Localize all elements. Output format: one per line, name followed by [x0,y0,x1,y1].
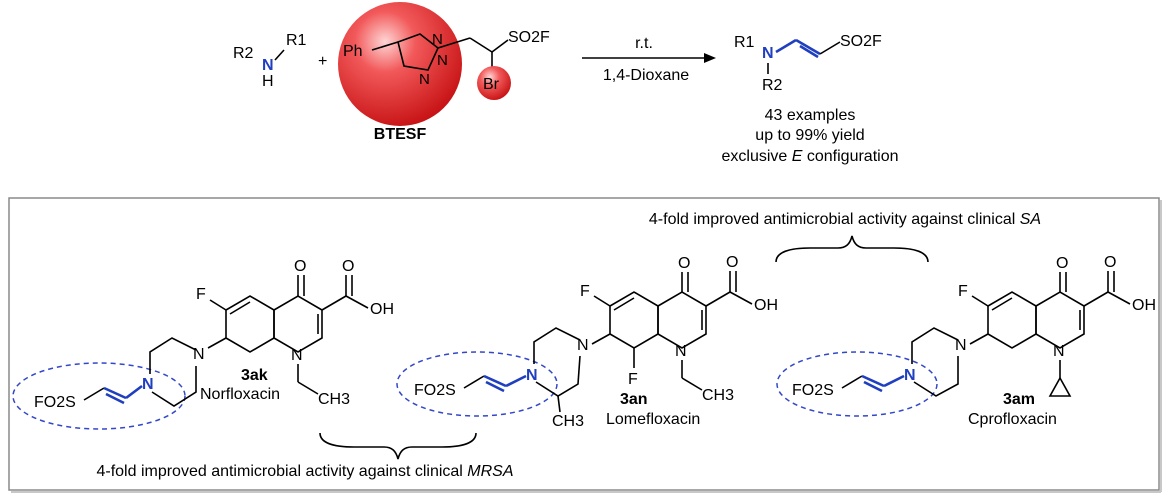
conditions-top: r.t. [635,35,653,52]
br-sphere [477,66,511,100]
svg-text:O: O [1056,255,1068,272]
ellipse-3ak [12,362,186,430]
svg-text:CH3: CH3 [552,413,584,430]
svg-text:OH: OH [1132,297,1156,314]
svg-text:O: O [678,255,690,272]
svg-text:F: F [628,371,638,388]
amine-h-label: H [262,73,274,90]
compound-3ak: FO2S N N F O O OH N CH3 3ak Norfloxacin [12,258,394,430]
note-bottom: 4-fold improved antimicrobial activity a… [96,463,513,480]
btesf-reagent: Ph N N N SO2F Br BTESF [338,2,550,143]
svg-text:O: O [294,258,306,275]
result-examples: 43 examples [765,107,856,124]
svg-text:CH3: CH3 [318,391,350,408]
svg-text:3am: 3am [1003,391,1035,408]
reagent-ph-label: Ph [343,43,363,60]
reagent-br-label: Br [483,76,500,93]
brace-bottom [319,432,477,460]
product-n-label: N [762,45,774,62]
amine-r2-label: R2 [233,45,254,62]
reaction-arrow: r.t. 1,4-Dioxane [582,35,716,84]
vinyl-sulfonyl-product: R1 N SO2F R2 [734,33,882,94]
svg-text:OH: OH [370,301,394,318]
svg-text:Lomefloxacin: Lomefloxacin [606,411,700,428]
applications-frame [8,197,1160,491]
svg-text:FO2S: FO2S [414,382,456,399]
result-yield: up to 99% yield [755,127,864,144]
conditions-bottom: 1,4-Dioxane [603,67,689,84]
product-so2f-label: SO2F [840,33,882,50]
result-configuration: exclusive E configuration [721,148,898,165]
ellipse-3am [776,351,938,417]
svg-text:FO2S: FO2S [34,394,76,411]
svg-text:FO2S: FO2S [792,382,834,399]
svg-text:F: F [958,283,968,300]
svg-text:F: F [580,283,590,300]
svg-text:N: N [419,71,430,88]
ellipse-3an [396,351,558,417]
svg-text:O: O [1104,254,1116,271]
svg-text:Norfloxacin: Norfloxacin [200,386,280,403]
svg-text:N: N [193,346,205,363]
svg-text:N: N [291,347,303,364]
plus-sign: + [318,53,327,70]
svg-text:OH: OH [754,297,778,314]
svg-text:N: N [1053,343,1065,360]
product-r1-label: R1 [734,34,755,51]
amine-reactant: R2 N H R1 [233,32,307,90]
svg-text:Cprofloxacin: Cprofloxacin [968,411,1057,428]
reagent-so2f-label: SO2F [508,29,550,46]
svg-text:N: N [526,367,538,384]
svg-text:N: N [437,52,448,69]
svg-text:3ak: 3ak [241,367,268,384]
product-r2-label: R2 [762,77,783,94]
note-top: 4-fold improved antimicrobial activity a… [649,211,1041,228]
svg-text:3an: 3an [620,391,648,408]
brace-top [775,235,929,263]
reagent-sphere [338,2,462,126]
svg-text:F: F [196,286,206,303]
compound-3am: FO2S N N F O O OH N 3am Cprofloxacin [776,254,1156,428]
svg-text:N: N [432,31,443,48]
amine-n-label: N [262,57,274,74]
compound-3an: FO2S N CH3 N F F O O OH N CH3 3an Lomefl… [396,254,778,430]
svg-text:CH3: CH3 [702,387,734,404]
svg-text:O: O [342,258,354,275]
svg-text:N: N [904,367,916,384]
reagent-name: BTESF [374,126,427,143]
amine-r1-label: R1 [286,32,307,49]
svg-text:N: N [142,376,154,393]
svg-text:N: N [955,337,967,354]
svg-text:N: N [577,337,589,354]
svg-text:O: O [726,254,738,271]
svg-text:N: N [675,343,687,360]
